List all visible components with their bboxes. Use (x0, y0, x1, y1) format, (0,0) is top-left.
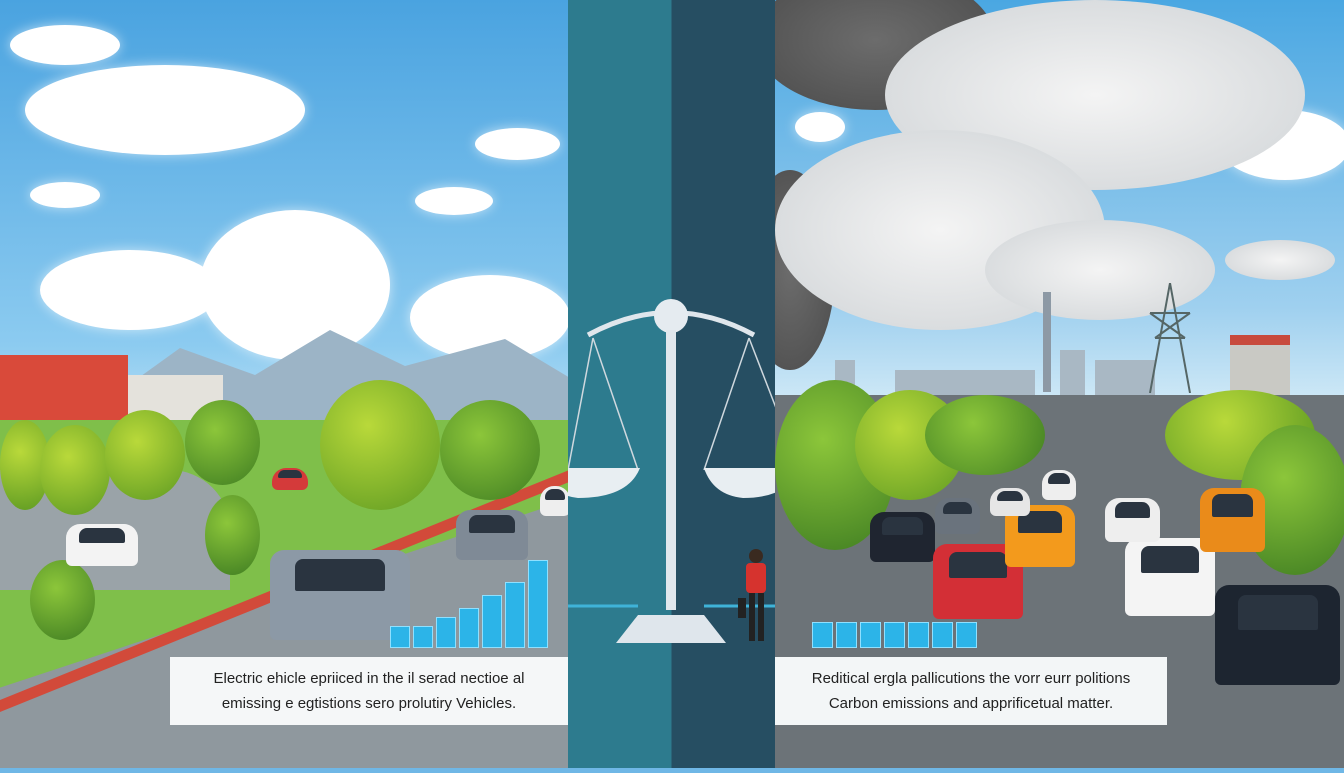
emissions-bar (436, 617, 456, 648)
emissions-bar (932, 622, 953, 648)
emissions-bar (812, 622, 833, 648)
comparison-divider (543, 0, 801, 768)
clean-city-panel: Electric ehicle epriiced in the il serad… (0, 0, 568, 768)
emissions-bar (908, 622, 929, 648)
emissions-bar (836, 622, 857, 648)
pollution-caption: Reditical ergla pallicutions the vorr eu… (775, 657, 1167, 725)
power-pylon (1149, 283, 1191, 393)
emissions-bar (860, 622, 881, 648)
emissions-bar (884, 622, 905, 648)
polluted-city-panel: Reditical ergla pallicutions the vorr eu… (775, 0, 1344, 768)
ev-caption: Electric ehicle epriiced in the il serad… (170, 657, 568, 725)
emissions-bar (956, 622, 977, 648)
emissions-bar (459, 608, 479, 648)
emissions-bar (413, 626, 433, 648)
emissions-bar (482, 595, 502, 648)
person-figure (738, 549, 766, 641)
balance-scale-icon (543, 299, 801, 643)
emissions-bar (390, 626, 410, 648)
emissions-bar (528, 560, 548, 648)
emissions-bar (505, 582, 525, 648)
